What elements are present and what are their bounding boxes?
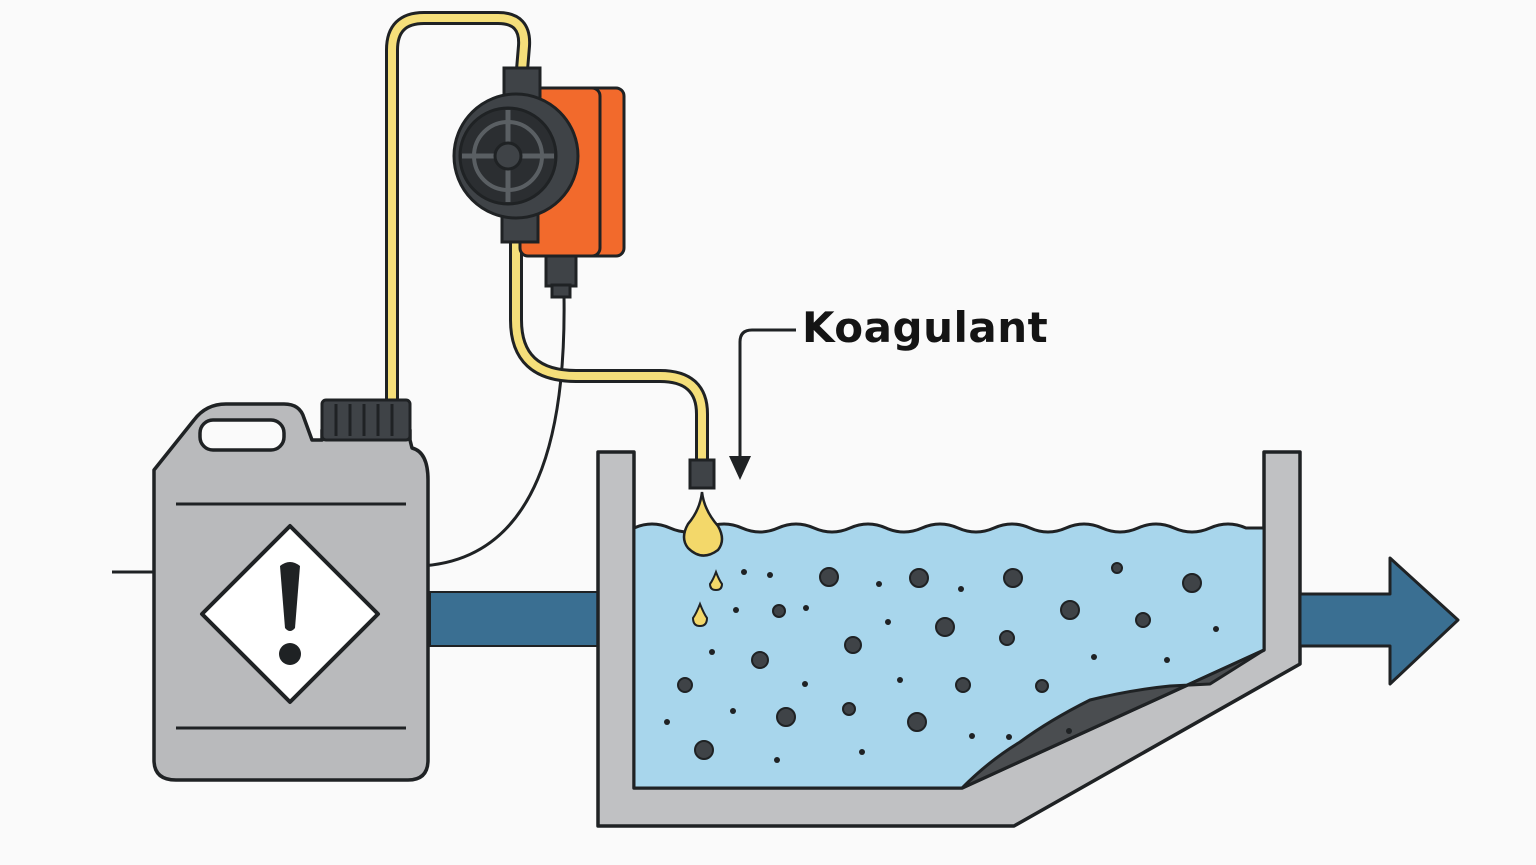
pump-dial-knob — [493, 141, 523, 171]
dosing-pump — [452, 66, 626, 299]
floc-small-particles — [664, 569, 1219, 763]
label-leader-line — [738, 328, 796, 458]
coagulant-canister — [152, 398, 430, 782]
suction-tube — [388, 14, 529, 406]
dosing-nozzle — [688, 458, 716, 490]
flow-arrow-icon — [1298, 556, 1460, 686]
discharge-tube-outline — [509, 235, 709, 469]
canister-handle — [198, 418, 286, 452]
small-droplet — [691, 601, 709, 628]
hazard-warning-icon — [200, 524, 380, 704]
discharge-tube — [512, 238, 706, 466]
sludge-layer — [960, 648, 1266, 790]
pump-cable-gland — [544, 254, 578, 288]
coagulant-label: Koagulant — [802, 303, 1049, 352]
coagulant-droplet — [682, 491, 724, 557]
floc-particles — [677, 562, 1202, 760]
water-body — [632, 522, 1266, 790]
label-arrowhead — [729, 456, 751, 480]
small-droplet — [708, 569, 724, 592]
canister-cap — [320, 398, 412, 442]
control-cable — [419, 295, 566, 568]
pump-cable-gland-tip — [550, 283, 572, 299]
